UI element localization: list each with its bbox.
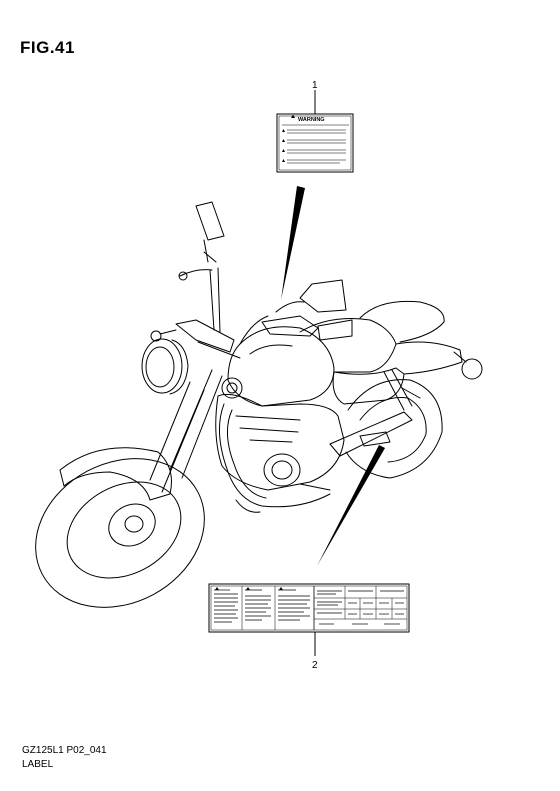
warning-label[interactable]: WARNING <box>276 113 354 173</box>
callout-2-number: 2 <box>312 660 318 671</box>
motorcycle-illustration <box>35 201 483 608</box>
label-1-pointer <box>281 186 305 300</box>
callout-1-number: 1 <box>312 80 318 91</box>
warning-triangle-icon <box>291 114 295 118</box>
figure-caption: LABEL <box>22 759 54 770</box>
figure-title: FIG.41 <box>20 38 75 57</box>
model-code: GZ125L1 P02_041 <box>22 745 107 756</box>
label-2-pointer <box>317 445 385 566</box>
information-label[interactable] <box>208 583 410 633</box>
warning-label-heading: WARNING <box>298 117 325 123</box>
